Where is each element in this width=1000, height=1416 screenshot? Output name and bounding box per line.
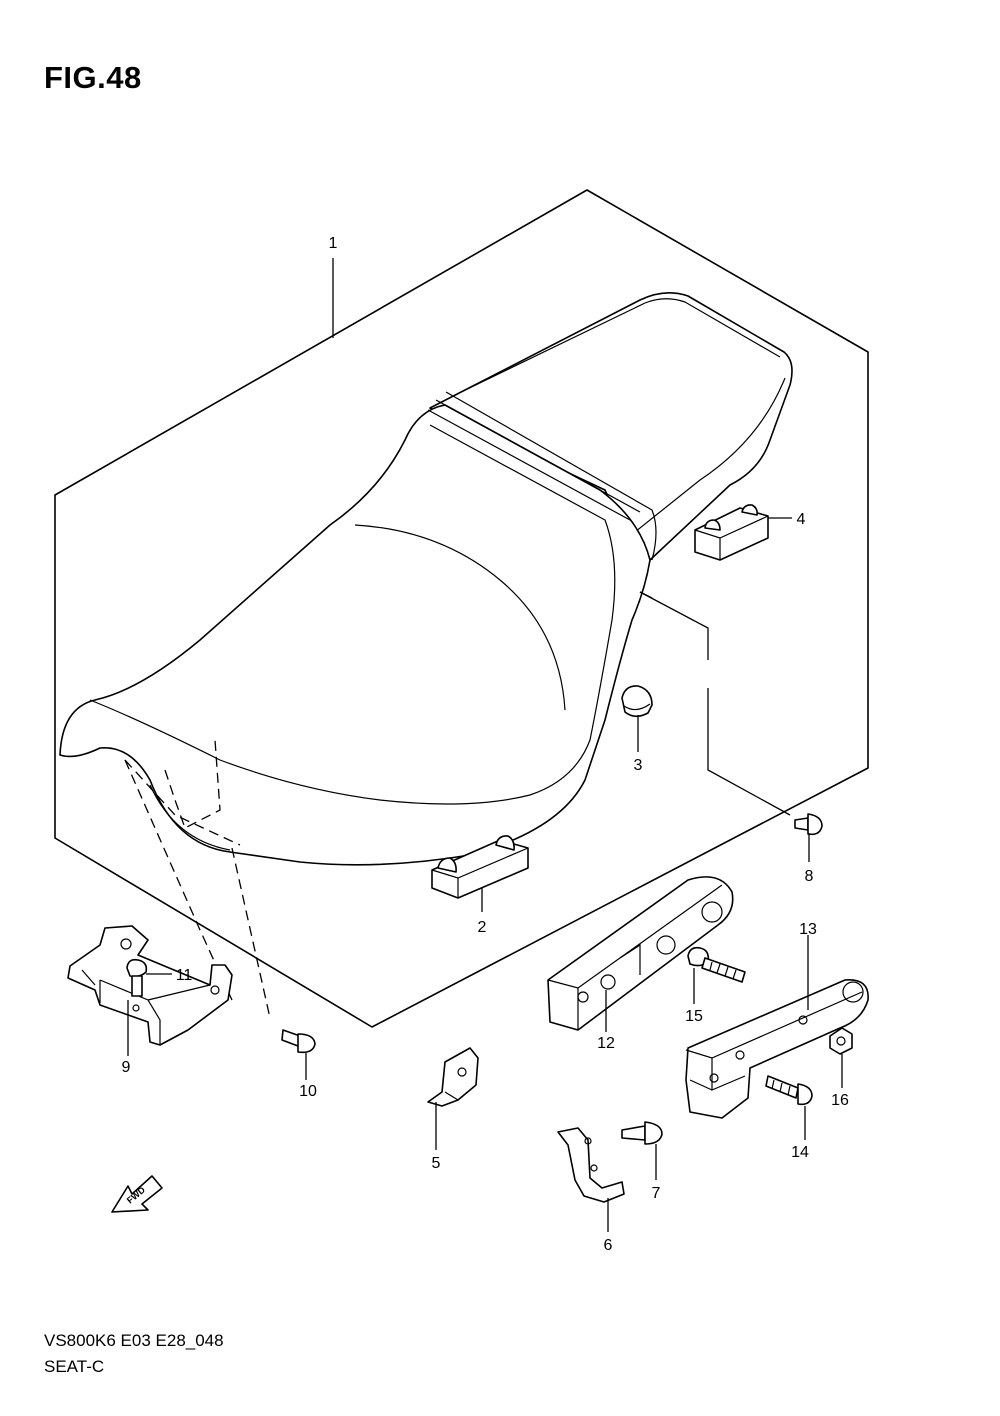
nut-part-16 — [829, 1027, 853, 1055]
callout-9: 9 — [122, 1059, 131, 1076]
callout-2: 2 — [478, 919, 487, 936]
plate-part-6 — [557, 1127, 625, 1203]
callout-3: 3 — [634, 757, 643, 774]
callout-12: 12 — [597, 1035, 615, 1052]
bolt-part-11 — [126, 958, 148, 997]
callout-10: 10 — [299, 1083, 317, 1100]
callout-8: 8 — [805, 868, 814, 885]
front-bracket-part-9 — [67, 925, 233, 1046]
assembly-outline — [54, 189, 869, 1028]
bolt-part-7 — [621, 1121, 663, 1145]
callout-5: 5 — [432, 1155, 441, 1172]
diagram-name: SEAT-C — [44, 1357, 105, 1376]
callout-4: 4 — [797, 511, 806, 528]
callout-7: 7 — [652, 1185, 661, 1202]
callout-labels: 1 2 3 4 5 6 7 8 9 10 11 12 13 14 15 16 — [122, 235, 849, 1254]
bolt-part-14 — [765, 1075, 813, 1106]
bolt-part-15 — [687, 946, 746, 983]
callout-6: 6 — [604, 1237, 613, 1254]
rail-part-12 — [547, 876, 734, 1031]
bolt-part-10 — [281, 1029, 316, 1054]
bolt-part-8 — [794, 813, 823, 836]
clip-part-5 — [427, 1047, 479, 1107]
callout-1: 1 — [329, 235, 338, 252]
grommet-part-3 — [621, 685, 653, 718]
leader-lines — [127, 258, 843, 1232]
forward-direction-arrow: FWD — [111, 1175, 163, 1213]
cushion-block-part-2 — [431, 835, 529, 899]
cushion-block-part-4 — [694, 504, 769, 561]
seat — [59, 292, 793, 1019]
rail-part-13 — [685, 979, 869, 1119]
diagram-code: VS800K6 E03 E28_048 — [44, 1331, 224, 1350]
callout-11: 11 — [176, 967, 193, 984]
callout-14: 14 — [791, 1144, 809, 1161]
callout-16: 16 — [831, 1092, 849, 1109]
figure-title: FIG.48 — [44, 60, 142, 95]
callout-13: 13 — [799, 921, 817, 938]
callout-15: 15 — [685, 1008, 703, 1025]
